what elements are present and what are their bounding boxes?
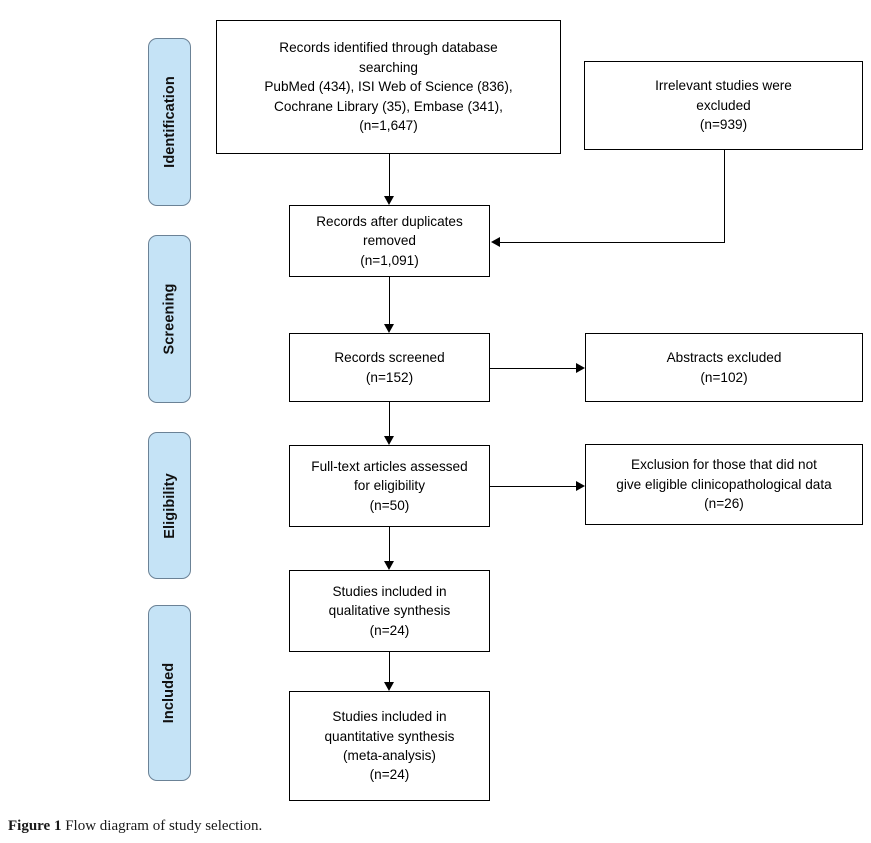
figure-caption-text: Flow diagram of study selection. [61, 818, 263, 834]
box-duplicates-removed: Records after duplicates removed (n=1,09… [289, 205, 490, 277]
arrowhead-irrelevant-to-duplicates [491, 236, 500, 247]
connector-identified-to-duplicates [389, 154, 390, 196]
connector-fulltext-to-exclusion [490, 486, 576, 487]
connector-fulltext-to-qualitative [389, 527, 390, 561]
box-fulltext-assessed-text: Full-text articles assessed for eligibil… [311, 458, 468, 513]
connector-irrelevant-to-duplicates [500, 242, 725, 243]
box-abstracts-excluded: Abstracts excluded (n=102) [585, 333, 863, 402]
arrowhead-screened-to-abstracts [576, 362, 585, 373]
connector-screened-to-abstracts [490, 368, 576, 369]
figure-caption: Figure 1 Flow diagram of study selection… [8, 818, 262, 835]
box-exclusion-clinicopathological: Exclusion for those that did not give el… [585, 444, 863, 525]
stage-label-eligibility: Eligibility [161, 472, 178, 539]
box-exclusion-clinicopathological-text: Exclusion for those that did not give el… [616, 457, 832, 512]
box-irrelevant-excluded-text: Irrelevant studies were excluded (n=939) [655, 78, 792, 133]
connector-irrelevant-drop [724, 150, 725, 242]
figure-caption-label: Figure 1 [8, 818, 62, 834]
arrowhead-screened-to-fulltext [383, 436, 394, 445]
arrowhead-fulltext-to-exclusion [576, 480, 585, 491]
stage-pill-included: Included [148, 605, 191, 781]
box-qualitative-synthesis: Studies included in qualitative synthesi… [289, 570, 490, 652]
arrowhead-qualitative-to-quantitative [383, 682, 394, 691]
box-records-identified: Records identified through database sear… [216, 20, 561, 154]
box-records-identified-text: Records identified through database sear… [264, 40, 513, 134]
box-fulltext-assessed: Full-text articles assessed for eligibil… [289, 445, 490, 527]
stage-label-screening: Screening [161, 283, 178, 355]
box-records-screened: Records screened (n=152) [289, 333, 490, 402]
box-quantitative-synthesis-text: Studies included in quantitative synthes… [324, 709, 455, 783]
connector-qualitative-to-quantitative [389, 652, 390, 682]
box-records-screened-text: Records screened (n=152) [334, 350, 445, 385]
box-irrelevant-excluded: Irrelevant studies were excluded (n=939) [584, 61, 863, 150]
connector-screened-to-fulltext [389, 402, 390, 436]
box-quantitative-synthesis: Studies included in quantitative synthes… [289, 691, 490, 801]
connector-duplicates-to-screened [389, 277, 390, 324]
stage-pill-screening: Screening [148, 235, 191, 403]
box-duplicates-removed-text: Records after duplicates removed (n=1,09… [316, 213, 463, 268]
stage-label-identification: Identification [161, 76, 178, 168]
stage-pill-identification: Identification [148, 38, 191, 206]
stage-label-included: Included [161, 662, 178, 724]
arrowhead-identified-to-duplicates [383, 196, 394, 205]
box-abstracts-excluded-text: Abstracts excluded (n=102) [666, 350, 782, 385]
box-qualitative-synthesis-text: Studies included in qualitative synthesi… [328, 583, 451, 638]
arrowhead-duplicates-to-screened [383, 324, 394, 333]
stage-pill-eligibility: Eligibility [148, 432, 191, 579]
arrowhead-fulltext-to-qualitative [383, 561, 394, 570]
